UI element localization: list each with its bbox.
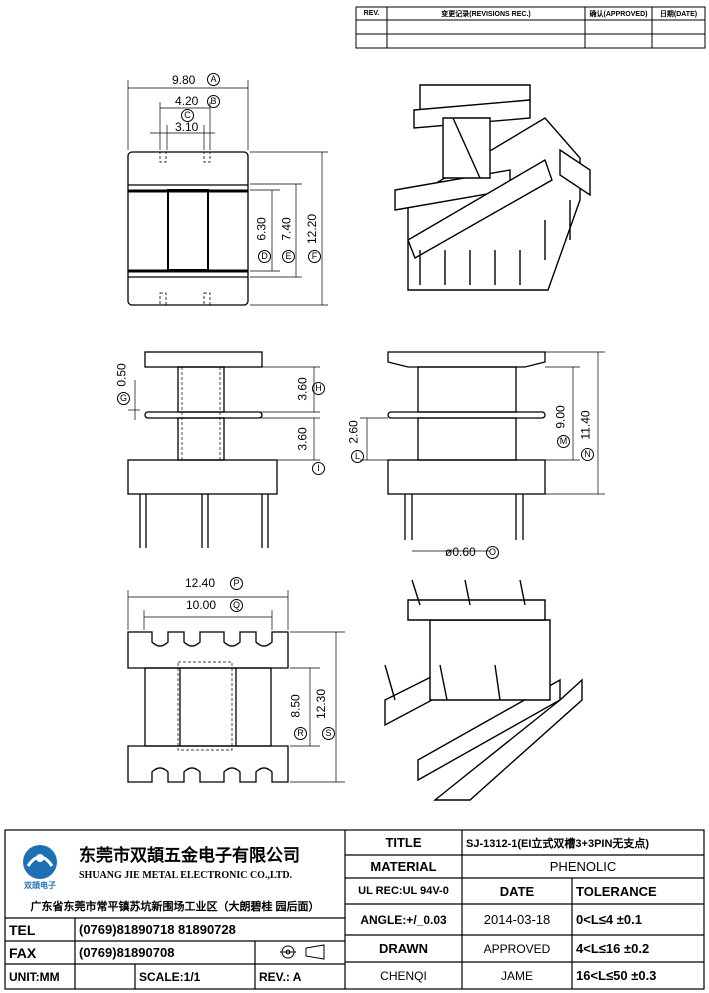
unit-label: UNIT:MM (9, 969, 60, 984)
dim-o-value: ø0.60 (445, 545, 476, 559)
dim-l-letter: L (351, 450, 364, 463)
dim-c-letter: C (181, 109, 194, 122)
fax-label: FAX (9, 944, 37, 961)
company-name-cn: 东莞市双頡五金电子有限公司 (79, 845, 300, 865)
dim-q-value: 10.00 (186, 598, 217, 612)
dim-s-letter: S (322, 727, 335, 740)
company-address: 广东省东莞市常平镇苏坑新围场工业区（大朗碧桂 园后面） (30, 901, 320, 913)
side-view-left (127, 351, 278, 548)
dim-e-value: 7.40 (279, 217, 294, 241)
iso-view-top (394, 84, 591, 291)
scale-label: SCALE:1/1 (139, 969, 201, 984)
iso-view-bottom (384, 579, 583, 801)
dim-m-letter: M (557, 435, 570, 448)
approved-header: 确认(APPROVED) (589, 10, 648, 18)
dim-h-letter: H (312, 382, 325, 395)
top-view-dims (127, 80, 328, 306)
dim-l-value: 2.60 (346, 420, 361, 444)
bottom-view (127, 631, 289, 783)
material-label: MATERIAL (370, 859, 437, 874)
dim-b-letter: B (207, 95, 220, 108)
dim-c-value: 3.10 (175, 120, 199, 134)
tolerance-row-3: 16<L≤50 ±0.3 (576, 968, 657, 983)
title-label: TITLE (385, 835, 422, 850)
date-value: 2014-03-18 (483, 912, 551, 927)
tolerance-label: TOLERANCE (576, 883, 657, 899)
title-block-grid (4, 829, 705, 990)
dim-h-value: 3.60 (295, 377, 310, 401)
revision-table-grid (355, 6, 706, 49)
material-value: PHENOLIC (549, 859, 617, 874)
dim-d-value: 6.30 (254, 217, 269, 241)
dim-n-letter: N (581, 448, 594, 461)
rev-label: REV.: A (259, 969, 302, 984)
tel-value: (0769)81890718 81890728 (79, 922, 236, 937)
title-value: SJ-1312-1(EI立式双槽3+3PIN无支点) (466, 837, 650, 850)
bottom-view-dims (127, 590, 345, 783)
tolerance-row-2: 4<L≤16 ±0.2 (576, 941, 650, 956)
rev-header: REV. (363, 10, 380, 17)
dim-r-value: 8.50 (288, 694, 303, 718)
angle-label: ANGLE:+/_0.03 (360, 912, 447, 927)
dim-g-letter: G (117, 392, 130, 405)
dim-n-value: 11.40 (578, 410, 593, 440)
company-logo (23, 845, 57, 879)
logo-text: 双頡电子 (24, 880, 56, 890)
dim-a-letter: A (207, 73, 220, 86)
dim-p-letter: P (230, 577, 243, 590)
dim-e-letter: E (282, 250, 295, 263)
fax-value: (0769)81890708 (79, 945, 175, 960)
company-name-en: SHUANG JIE METAL ELECTRONIC CO.,LTD. (79, 869, 293, 881)
dim-d-letter: D (258, 250, 271, 263)
dim-a-value: 9.80 (172, 73, 196, 87)
approved-value: JAME (500, 968, 533, 983)
dim-f-value: 12.20 (305, 213, 320, 245)
dim-o-letter: O (486, 546, 499, 559)
drawn-label: DRAWN (378, 941, 429, 956)
dim-m-value: 9.00 (553, 405, 568, 429)
dim-i-value: 3.60 (295, 427, 310, 451)
revision-record-header: 变更记录(REVISIONS REC.) (441, 10, 531, 18)
tolerance-row-1: 0<L≤4 ±0.1 (576, 912, 642, 927)
dim-r-letter: R (294, 727, 307, 740)
dim-i-letter: I (312, 462, 325, 475)
date-header: 日期(DATE) (659, 10, 698, 18)
side-view-right (387, 351, 546, 540)
dim-p-value: 12.40 (185, 576, 216, 590)
top-view (127, 151, 249, 306)
dim-f-letter: F (308, 250, 321, 263)
side-view-right-dims (360, 351, 605, 552)
date-label: DATE (499, 883, 535, 899)
dim-g-value: 0.50 (114, 363, 129, 387)
ul-label: UL REC:UL 94V-0 (358, 885, 449, 897)
approved-label: APPROVED (483, 941, 551, 956)
projection-symbol-icon (280, 944, 325, 960)
dim-q-letter: Q (230, 599, 243, 612)
dim-s-value: 12.30 (314, 688, 329, 720)
tel-label: TEL (9, 921, 36, 938)
dim-b-value: 4.20 (175, 94, 199, 108)
drawn-value: CHENQI (380, 968, 427, 983)
